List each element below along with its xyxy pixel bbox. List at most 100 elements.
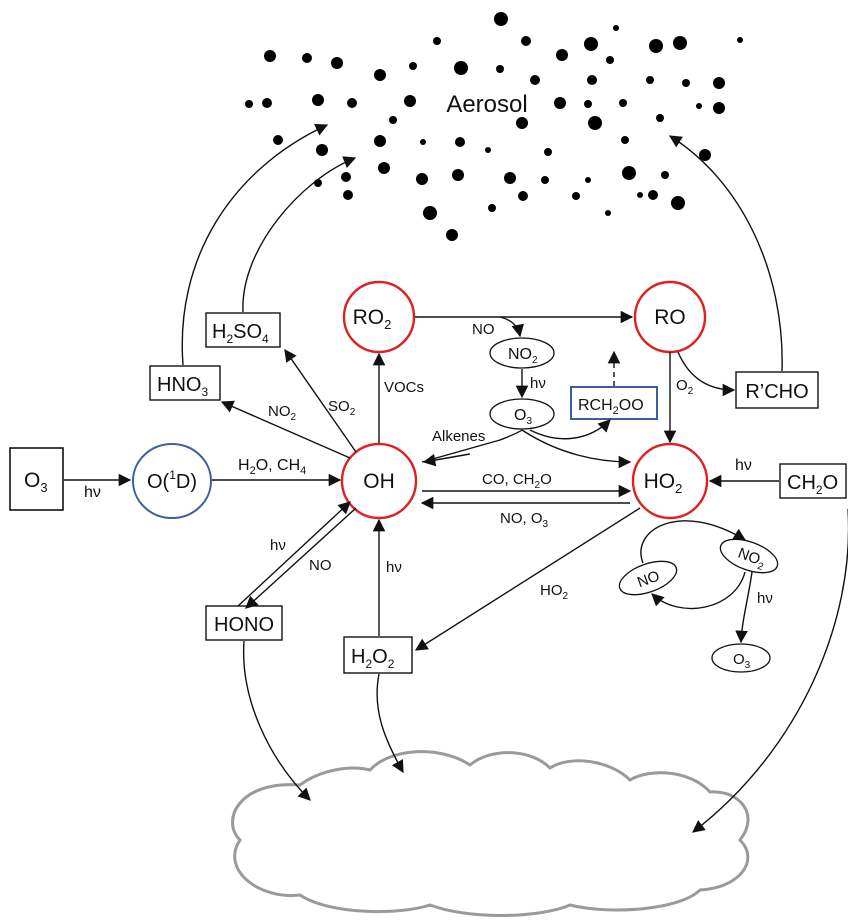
aerosol-particle (585, 177, 591, 183)
aerosol-particle (494, 12, 508, 26)
aerosol-particle (556, 49, 568, 61)
aerosol-particle (446, 229, 458, 241)
aerosol-particle (516, 117, 528, 129)
node-hno3: HNO3 (149, 365, 221, 401)
svg-text:OH: OH (363, 470, 395, 493)
label-no-o3: NO, O3 (500, 510, 549, 530)
node-rch2oo: RCH2OO (570, 386, 658, 420)
aerosol-particle (619, 99, 627, 107)
aerosol-particle (605, 210, 611, 216)
aerosol-particle (273, 135, 283, 145)
aerosol-particle (452, 169, 464, 181)
reaction-labels: hν H2O, CH4 NO2 SO2 VOCs NO hν Alkenes C… (84, 321, 773, 607)
label-hv-h2o2: hν (386, 559, 402, 576)
aerosol-particle (621, 136, 629, 144)
aerosol-particle (554, 97, 566, 109)
aerosol-particle (588, 116, 602, 130)
svg-text:R’CHO: R’CHO (745, 381, 808, 403)
aerosol-particle (713, 102, 725, 114)
label-hv-cycle: hν (757, 590, 773, 607)
label-o2-ro: O2 (676, 377, 694, 397)
aerosol-particle (496, 65, 504, 73)
aerosol-particle (347, 98, 357, 108)
aerosol-particle (661, 171, 669, 179)
aerosol-particle (530, 75, 540, 85)
aerosol-particle (389, 116, 397, 124)
aerosol-particle (713, 77, 725, 89)
aerosol-particle (404, 95, 416, 107)
aerosol-particle (648, 190, 658, 200)
label-hv-hono: hν (270, 537, 286, 554)
aerosol-particle (696, 103, 702, 109)
node-no-cycle: NO (618, 560, 678, 596)
aerosol-particle (262, 98, 272, 108)
arrows (64, 124, 848, 833)
svg-text:O(1D): O(1D) (147, 468, 197, 493)
aerosol-particle (737, 37, 743, 43)
aerosol-particle (455, 137, 465, 147)
aerosol-particle (264, 50, 276, 62)
aerosol-particle (622, 166, 636, 180)
node-no2-cycle: NO2 (719, 538, 779, 574)
label-vocs: VOCs (384, 379, 424, 396)
node-rcho: R’CHO (735, 371, 819, 409)
aerosol-particle (341, 172, 351, 182)
node-ro2: RO2 (342, 280, 416, 354)
aerosol-particle (343, 190, 353, 200)
svg-text:NO2: NO2 (735, 545, 769, 574)
aerosol-particle (416, 173, 428, 185)
node-no2-small: NO2 (489, 337, 555, 369)
label-h2o-ch4: H2O, CH4 (238, 457, 306, 477)
aerosol-particle (682, 79, 690, 87)
label-co-ch2o: CO, CH2O (482, 471, 552, 491)
svg-text:O3: O3 (24, 469, 48, 495)
label-no2-hno3: NO2 (268, 403, 297, 423)
aerosol-particle (541, 176, 549, 184)
svg-text:H2O2: H2O2 (351, 646, 395, 671)
aerosol-particle (613, 25, 619, 31)
aerosol-particle (312, 94, 324, 106)
aerosol-particle (374, 135, 386, 147)
node-ch2o: CH2O (779, 463, 847, 499)
svg-text:NO: NO (635, 568, 662, 592)
svg-text:HNO3: HNO3 (157, 374, 208, 399)
svg-text:HO2: HO2 (644, 470, 683, 496)
aerosol-particle (409, 62, 417, 70)
aerosol-particle (374, 69, 386, 81)
svg-text:H2SO4: H2SO4 (212, 321, 269, 346)
node-o3-small: O3 (489, 398, 555, 430)
svg-text:NO2: NO2 (508, 346, 538, 366)
aerosol-label: Aerosol (446, 91, 527, 118)
svg-text:HONO: HONO (214, 614, 274, 636)
aerosol-particle (433, 37, 441, 45)
aerosol-particle (671, 196, 685, 210)
aerosol-particle (649, 39, 663, 53)
aerosol-particle (245, 100, 253, 108)
aerosol-particle (544, 148, 552, 156)
cloud-shape (231, 750, 750, 917)
label-alkenes: Alkenes (432, 428, 485, 445)
label-hv-o3: hν (84, 484, 101, 501)
svg-text:RO2: RO2 (353, 306, 392, 332)
aerosol-particle (488, 204, 496, 212)
aerosol-particle (378, 162, 390, 174)
aerosol-particles (245, 12, 743, 241)
label-hv-no2: hν (530, 375, 546, 392)
aerosol-particle (485, 147, 491, 153)
aerosol-particle (316, 144, 328, 156)
aerosol-particle (673, 36, 687, 50)
aerosol-particle (584, 100, 592, 108)
svg-text:RCH2OO: RCH2OO (578, 397, 644, 417)
node-o1d: O(1D) (132, 443, 212, 519)
aerosol-particle (646, 76, 654, 84)
node-ro: RO (633, 280, 707, 354)
aerosol-particle (420, 139, 426, 145)
label-no-ro2: NO (472, 321, 495, 338)
svg-text:O3: O3 (514, 407, 532, 427)
aerosol-particle (521, 36, 531, 46)
node-hono: HONO (205, 605, 283, 641)
aerosol-particle (699, 149, 711, 161)
svg-text:RO: RO (654, 306, 686, 329)
svg-text:CH2O: CH2O (787, 472, 838, 497)
